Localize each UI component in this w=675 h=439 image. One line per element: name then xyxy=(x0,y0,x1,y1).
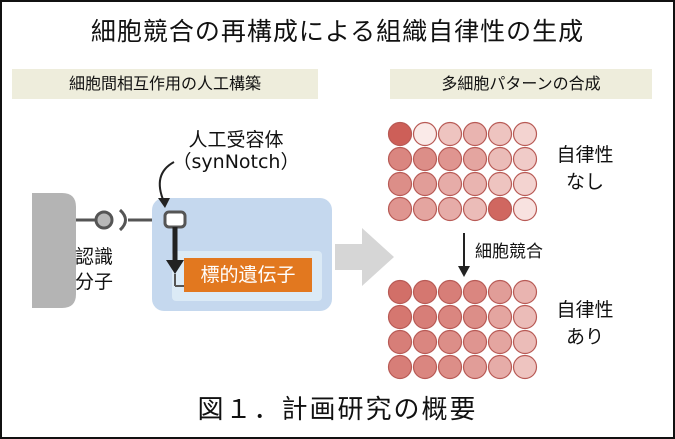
cell-r0-c3 xyxy=(462,279,488,305)
recognition-label-line2: 分子 xyxy=(74,271,113,293)
cell-r1-c2 xyxy=(437,146,463,172)
recognition-label-line1: 認識 xyxy=(74,246,113,268)
target-gene-box: 標的遺伝子 xyxy=(184,258,312,292)
cell-r1-c4 xyxy=(487,304,513,330)
cell-r2-c4 xyxy=(487,171,513,197)
cell-r3-c3 xyxy=(462,196,488,222)
cell-r0-c5 xyxy=(512,279,538,305)
cell-r0-c1 xyxy=(412,279,438,305)
cell-r3-c1 xyxy=(412,196,438,222)
condition-with-line1: 自律性 xyxy=(556,299,614,321)
recognition-molecule xyxy=(94,210,114,230)
cell-r0-c0 xyxy=(387,121,413,147)
section-tag-pattern: 多細胞パターンの合成 xyxy=(390,69,652,99)
cell-r2-c2 xyxy=(437,171,463,197)
cell-r1-c1 xyxy=(412,146,438,172)
cell-r3-c4 xyxy=(487,354,513,380)
condition-with-line2: あり xyxy=(565,326,604,348)
cell-r3-c2 xyxy=(437,354,463,380)
transition-arrow xyxy=(335,228,394,286)
receptor-pointer xyxy=(158,161,175,203)
cell-r1-c2 xyxy=(437,304,463,330)
signal-arrow-head xyxy=(166,260,184,274)
synnotch-receptor xyxy=(163,210,187,229)
cell-r2-c4 xyxy=(487,329,513,355)
cell-r2-c0 xyxy=(387,171,413,197)
cell-r0-c0 xyxy=(387,279,413,305)
cell-r0-c4 xyxy=(487,279,513,305)
receptor-sublabel: （synNotch） xyxy=(172,151,300,173)
cell-r3-c4 xyxy=(487,196,513,222)
cell-grid-with-autonomy xyxy=(387,279,538,380)
cell-r3-c3 xyxy=(462,354,488,380)
cell-r3-c5 xyxy=(512,196,538,222)
cell-r2-c1 xyxy=(412,329,438,355)
figure-caption: 図１．計画研究の概要 xyxy=(197,395,478,425)
cell-r0-c1 xyxy=(412,121,438,147)
cell-r1-c0 xyxy=(387,304,413,330)
cell-r1-c1 xyxy=(412,304,438,330)
figure-title: 細胞競合の再構成による組織自律性の生成 xyxy=(90,17,585,46)
cell-r0-c2 xyxy=(437,121,463,147)
receptor-pointer-head xyxy=(158,198,170,208)
cell-grid-without-autonomy xyxy=(387,121,538,222)
cell-r1-c0 xyxy=(387,146,413,172)
cell-r3-c5 xyxy=(512,354,538,380)
cell-r3-c1 xyxy=(412,354,438,380)
cell-r2-c1 xyxy=(412,171,438,197)
cell-r2-c2 xyxy=(437,329,463,355)
cell-r0-c2 xyxy=(437,279,463,305)
cell-r1-c3 xyxy=(462,304,488,330)
condition-without-line2: なし xyxy=(565,171,604,193)
competition-arrow-head xyxy=(458,266,470,277)
cell-r1-c5 xyxy=(512,146,538,172)
cell-r3-c2 xyxy=(437,196,463,222)
cell-r3-c0 xyxy=(387,196,413,222)
cell-r2-c3 xyxy=(462,171,488,197)
competition-label: 細胞競合 xyxy=(475,242,543,262)
cell-r1-c4 xyxy=(487,146,513,172)
cell-r0-c4 xyxy=(487,121,513,147)
cell-r2-c5 xyxy=(512,329,538,355)
cell-r2-c3 xyxy=(462,329,488,355)
cell-r2-c5 xyxy=(512,171,538,197)
cell-r1-c5 xyxy=(512,304,538,330)
cell-r0-c5 xyxy=(512,121,538,147)
cell-r3-c0 xyxy=(387,354,413,380)
sender-cell xyxy=(32,193,76,308)
receptor-label: 人工受容体 xyxy=(188,129,284,151)
receptor-cup xyxy=(118,208,127,232)
condition-without-line1: 自律性 xyxy=(556,144,614,166)
section-tag-interaction: 細胞間相互作用の人工構築 xyxy=(12,69,318,99)
cell-r2-c0 xyxy=(387,329,413,355)
cell-r0-c3 xyxy=(462,121,488,147)
cell-r1-c3 xyxy=(462,146,488,172)
